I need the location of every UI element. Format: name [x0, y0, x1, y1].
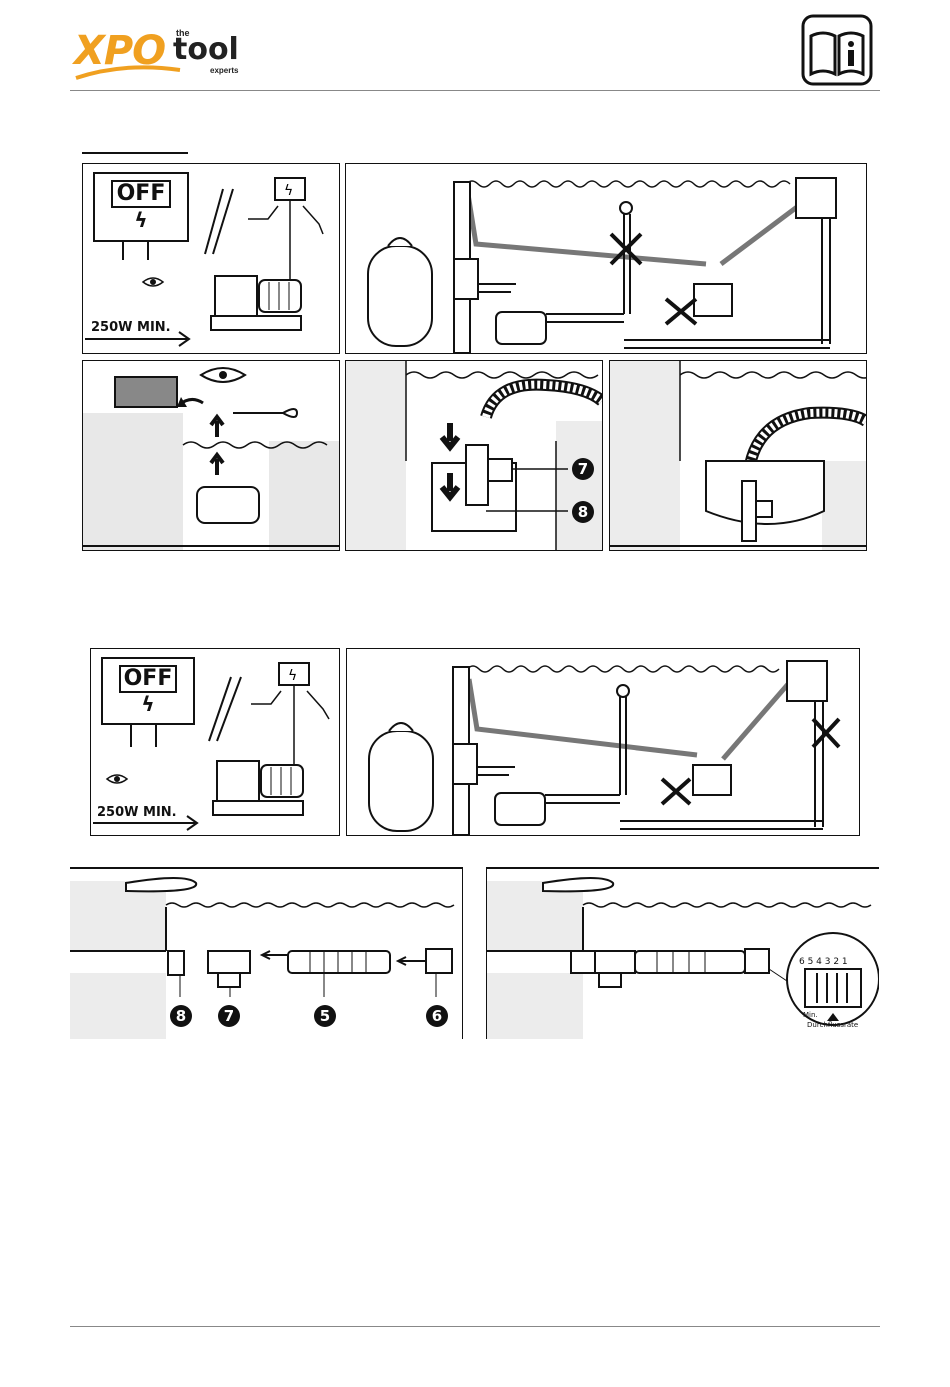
manual-info-icon	[801, 14, 873, 86]
header-divider	[70, 90, 880, 91]
hose-installed-drawing	[610, 361, 866, 550]
xpotool-logo: XPO the tool experts	[74, 24, 254, 80]
pool-circuit-drawing	[346, 164, 866, 353]
section-underline	[82, 152, 188, 154]
min-power-label: 250W MIN.	[91, 320, 171, 335]
panel-hose-installed	[609, 360, 867, 551]
logo-swoosh	[74, 62, 184, 82]
svg-text:ϟ: ϟ	[284, 183, 293, 199]
panel-circuit-2	[346, 648, 860, 836]
panel-skimmer-basket	[82, 360, 340, 551]
badge-8: 8	[572, 501, 594, 523]
panel-power-off-2: OFF ϟ ϟ 250W MIN.	[90, 648, 340, 836]
footer-divider	[70, 1326, 880, 1327]
panel-parts-exploded: 8 7 5 6	[70, 867, 463, 1039]
panel-parts-assembled: 6 5 4 3 2 1 Min. Durchflussrate	[486, 867, 879, 1039]
panel-circuit-1	[345, 163, 867, 354]
badge-6-parts: 6	[426, 1005, 448, 1027]
svg-text:ϟ: ϟ	[288, 668, 297, 684]
gauge-caption: Durchflussrate	[807, 1021, 858, 1029]
skimmer-basket-drawing	[83, 361, 339, 550]
gauge-scale: 6 5 4 3 2 1	[799, 957, 848, 967]
badge-5-parts: 5	[314, 1005, 336, 1027]
parts-assembled-drawing	[487, 869, 879, 1039]
logo-experts: experts	[210, 66, 238, 75]
hose-connect-drawing	[346, 361, 602, 550]
parts-exploded-drawing	[70, 869, 462, 1039]
badge-8-parts: 8	[170, 1005, 192, 1027]
pool-circuit-drawing-2	[347, 649, 859, 835]
panel-power-off-1: OFF ϟ ϟ 250W MIN.	[82, 163, 340, 354]
gauge-min: Min.	[803, 1011, 818, 1019]
badge-7: 7	[572, 458, 594, 480]
min-power-label-2: 250W MIN.	[97, 805, 177, 820]
panel-hose-connect: 7 8	[345, 360, 603, 551]
badge-7-parts: 7	[218, 1005, 240, 1027]
